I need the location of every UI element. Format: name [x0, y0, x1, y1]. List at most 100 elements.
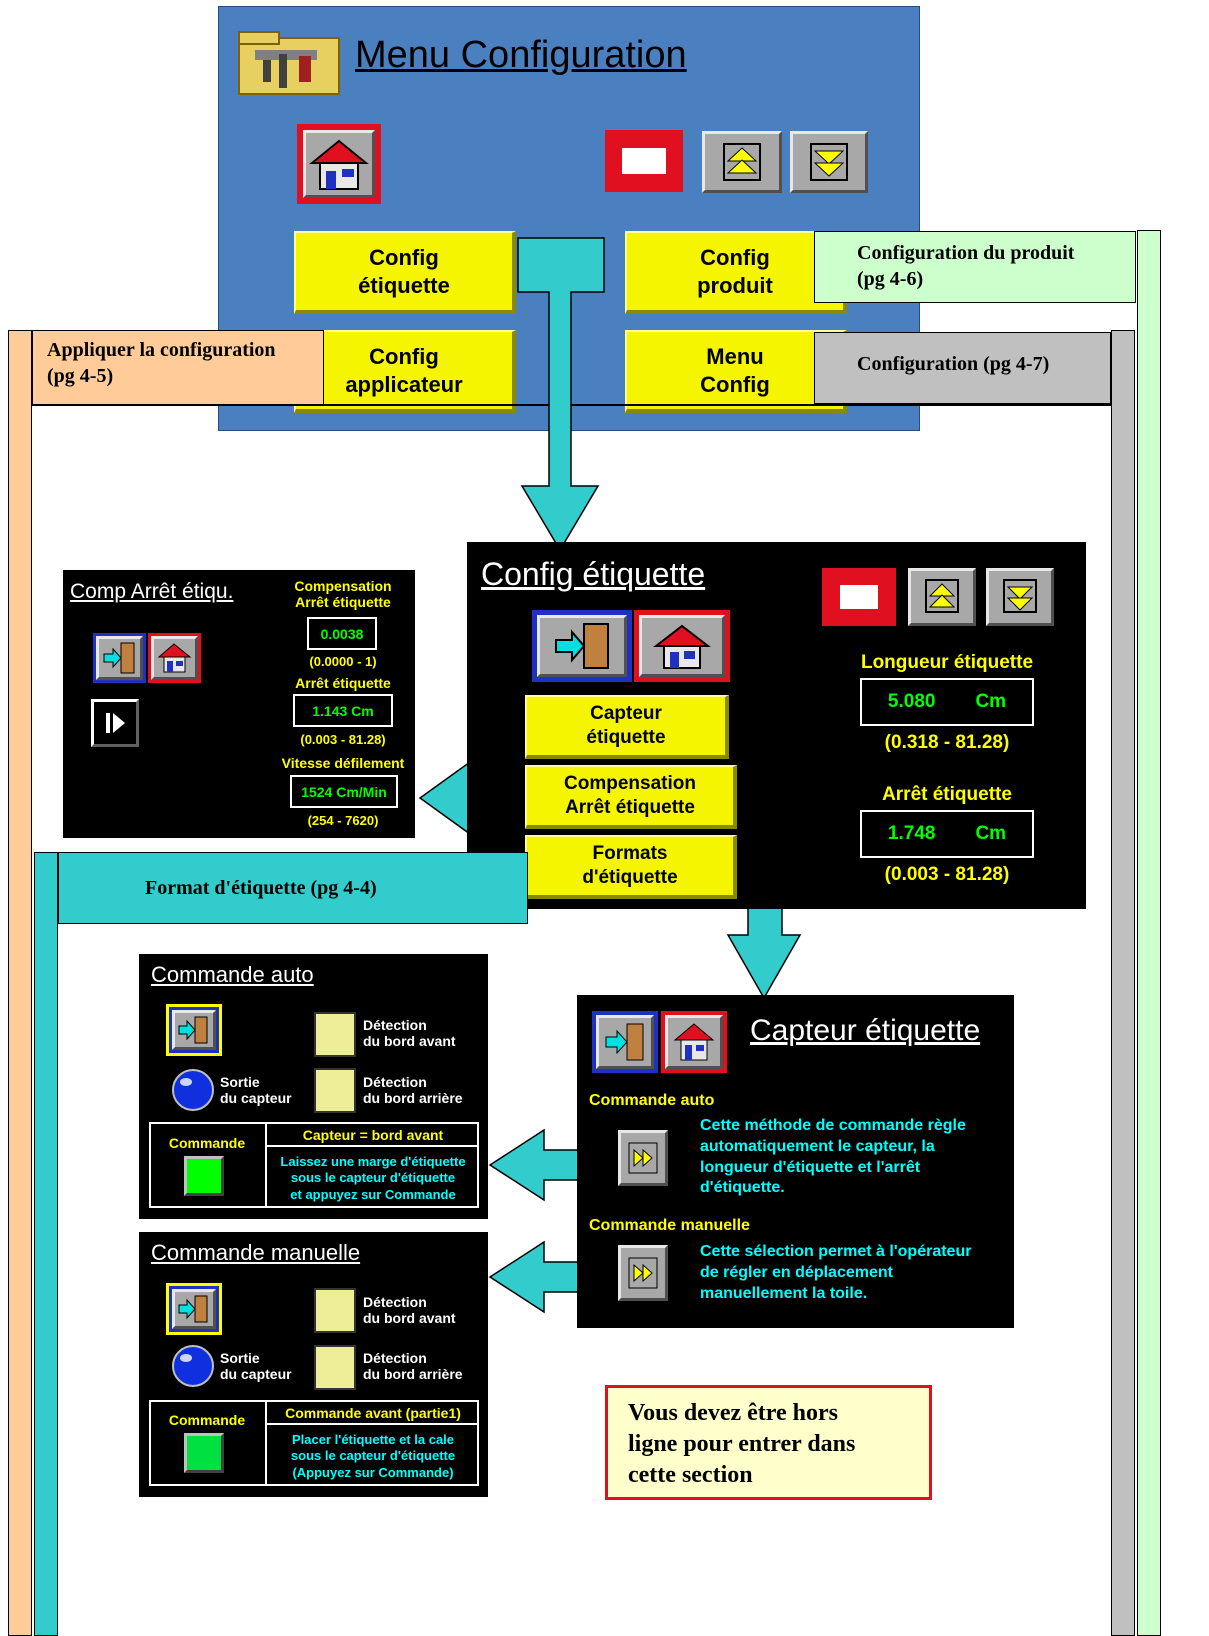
longueur-etiquette-label: Longueur étiquette — [860, 652, 1034, 673]
capteur-etiquette-title: Capteur étiquette — [750, 1014, 981, 1047]
detection-bord-arriere-label: Détection du bord arrière — [363, 1350, 463, 1383]
longueur-etiquette-field[interactable]: 5.080 Cm — [860, 678, 1034, 726]
home-button[interactable] — [148, 633, 201, 683]
scroll-down-icon — [1003, 579, 1037, 613]
fast-forward-auto-button[interactable] — [618, 1130, 668, 1186]
scroll-up-button[interactable] — [702, 131, 782, 193]
capteur-etiquette-button[interactable]: Capteur étiquette — [525, 695, 729, 759]
detection-bord-avant-label: Détection du bord avant — [363, 1294, 456, 1327]
callout-configuration: Configuration (pg 4-7) — [814, 332, 1111, 404]
arret-range: (0.003 - 81.28) — [884, 864, 1010, 885]
vitesse-field[interactable]: 1524 Cm/Min — [290, 775, 398, 808]
exit-button[interactable] — [592, 1011, 658, 1073]
left-orange-bar — [8, 330, 32, 1636]
status-title-divider — [265, 1145, 479, 1147]
status-title-divider — [265, 1423, 479, 1425]
stop-button[interactable] — [605, 130, 683, 192]
commande-label: Commande — [168, 1135, 246, 1151]
arret-value: 1.748 — [887, 823, 936, 844]
callout-format-etiquette: Format d'étiquette (pg 4-4) — [58, 852, 528, 924]
commande-status-box — [149, 1122, 479, 1208]
home-button-face — [665, 1015, 723, 1069]
arret-etiquette-field[interactable]: 1.748 Cm — [860, 810, 1034, 858]
commande-auto-label: Commande auto — [589, 1092, 715, 1109]
arret-unit: Cm — [975, 823, 1007, 844]
home-button-face — [303, 130, 375, 198]
vitesse-label: Vitesse défilement — [281, 755, 405, 771]
exit-button-face — [537, 615, 627, 677]
exit-button-face — [96, 636, 143, 680]
home-button-face — [151, 636, 198, 680]
formats-etiquette-button[interactable]: Formats d'étiquette — [525, 835, 737, 899]
callout-configuration-produit: Configuration du produit (pg 4-6) — [814, 231, 1136, 303]
arret-etiquette-label: Arrêt étiquette — [882, 784, 1012, 805]
stop-icon — [840, 585, 878, 609]
scroll-up-button[interactable] — [908, 568, 976, 626]
status-title: Commande avant (partie1) — [285, 1405, 461, 1421]
home-button-face — [639, 615, 725, 677]
longueur-range: (0.318 - 81.28) — [884, 732, 1010, 753]
exit-button[interactable] — [166, 1283, 222, 1335]
menu-title: Menu Configuration — [355, 34, 687, 76]
commande-manuelle-description: Cette sélection permet à l'opérateur de … — [700, 1243, 972, 1302]
detection-bord-arriere-label: Détection du bord arrière — [363, 1074, 463, 1107]
exit-button-face — [596, 1015, 654, 1069]
next-button[interactable] — [91, 699, 139, 747]
exit-button-face — [172, 1010, 216, 1050]
exit-door-icon — [555, 623, 609, 669]
home-icon — [309, 139, 369, 190]
commande-auto-title: Commande auto — [151, 962, 314, 987]
fast-forward-manuelle-button[interactable] — [618, 1245, 668, 1301]
next-icon — [106, 713, 125, 733]
exit-door-icon — [605, 1023, 644, 1061]
detection-bord-avant-label: Détection du bord avant — [363, 1017, 456, 1050]
exit-door-icon — [178, 1016, 208, 1044]
comp-arret-title: Comp Arrêt étiqu. — [70, 580, 234, 603]
compensation-field[interactable]: 0.0038 — [307, 617, 377, 650]
compensation-arret-button[interactable]: Compensation Arrêt étiquette — [525, 765, 737, 829]
exit-button[interactable] — [532, 610, 632, 682]
detection-bord-arriere-lamp — [314, 1345, 356, 1390]
sortie-capteur-label: Sortie du capteur — [220, 1350, 292, 1383]
exit-button-border — [169, 1286, 219, 1332]
scroll-down-button[interactable] — [986, 568, 1054, 626]
compensation-label: Compensation Arrêt étiquette — [294, 578, 392, 611]
exit-button[interactable] — [93, 633, 146, 683]
commande-manuelle-label: Commande manuelle — [589, 1217, 750, 1234]
stop-button[interactable] — [822, 568, 896, 626]
exit-button[interactable] — [166, 1004, 222, 1056]
longueur-unit: Cm — [975, 691, 1007, 712]
tools-folder-icon — [237, 30, 342, 96]
callout-appliquer-configuration: Appliquer la configuration (pg 4-5) — [32, 330, 324, 405]
home-button[interactable] — [634, 610, 730, 682]
left-cyan-bar — [34, 852, 58, 1636]
home-icon — [653, 624, 711, 669]
longueur-value: 5.080 — [887, 691, 936, 712]
config-produit-button[interactable]: Config produit — [625, 231, 847, 314]
status-title: Capteur = bord avant — [302, 1127, 444, 1143]
home-button[interactable] — [297, 124, 381, 204]
exit-button-face — [172, 1289, 216, 1329]
compensation-range: (0.0000 - 1) — [309, 654, 377, 669]
arret-field[interactable]: 1.143 Cm — [293, 694, 393, 727]
detection-bord-avant-lamp — [314, 1288, 356, 1333]
commande-status-box — [149, 1400, 479, 1486]
home-icon — [673, 1023, 715, 1061]
commande-manuelle-title: Commande manuelle — [151, 1240, 361, 1265]
fast-forward-icon — [628, 1257, 658, 1289]
detection-bord-avant-lamp — [314, 1012, 356, 1057]
scroll-down-icon — [810, 143, 848, 181]
sortie-capteur-lamp — [172, 1069, 214, 1111]
home-button[interactable] — [661, 1011, 727, 1073]
exit-button-border — [169, 1007, 219, 1053]
config-applicateur-button[interactable]: Config applicateur — [294, 330, 516, 413]
commande-button[interactable] — [184, 1156, 224, 1196]
detection-bord-arriere-lamp — [314, 1068, 356, 1113]
sensor-lamp-icon — [172, 1069, 214, 1111]
right-green-bar — [1137, 230, 1161, 1636]
commande-button[interactable] — [184, 1433, 224, 1473]
vitesse-range: (254 - 7620) — [307, 813, 379, 828]
offline-warning: Vous devez être hors ligne pour entrer d… — [605, 1385, 932, 1500]
scroll-down-button[interactable] — [790, 131, 868, 193]
config-etiquette-button[interactable]: Config étiquette — [294, 231, 516, 314]
